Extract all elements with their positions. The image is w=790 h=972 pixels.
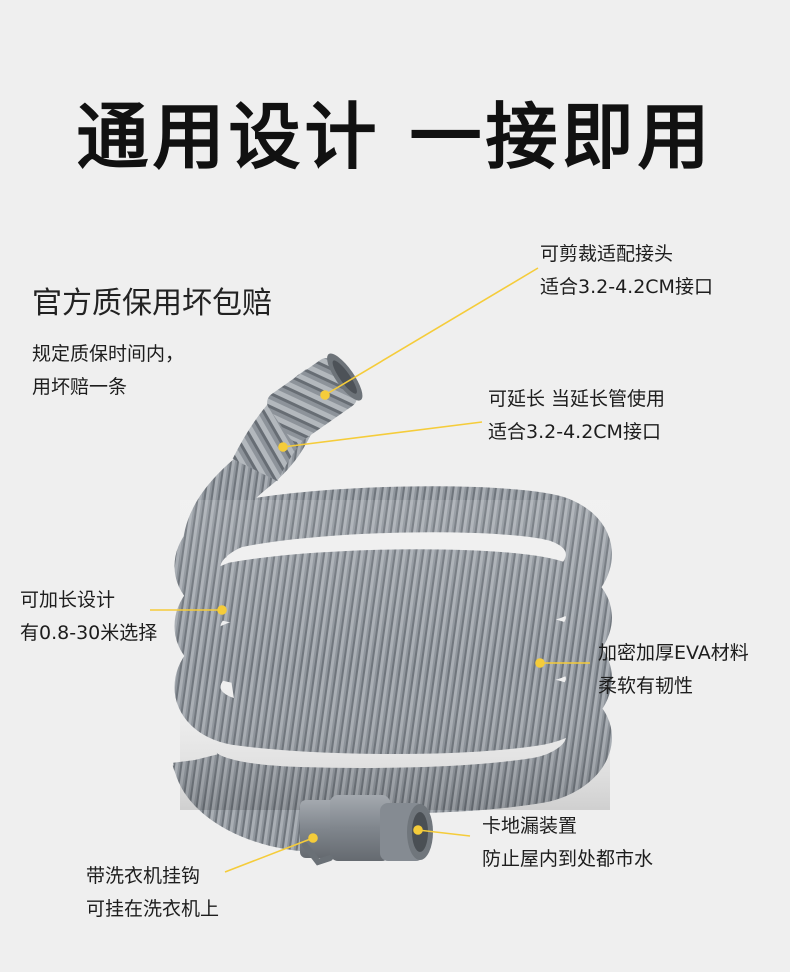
- callout-floor-drain: 卡地漏装置 防止屋内到处都市水: [482, 810, 653, 876]
- guarantee-title: 官方质保用坏包赔: [32, 286, 272, 321]
- hose-coils: [172, 369, 612, 852]
- guarantee-note-line1: 规定质保时间内，: [32, 343, 185, 365]
- callout-hook-line2: 可挂在洗衣机上: [86, 898, 220, 920]
- callout-material: 加密加厚EVA材料 柔软有韧性: [598, 637, 749, 703]
- callout-floor-drain-line2: 防止屋内到处都市水: [482, 848, 654, 870]
- callout-floor-drain-line1: 卡地漏装置: [482, 815, 578, 837]
- callout-material-line2: 柔软有韧性: [598, 675, 694, 697]
- adapter-connector: [267, 353, 363, 442]
- callout-material-line1: 加密加厚EVA材料: [598, 642, 749, 664]
- callout-cut-adapter: 可剪裁适配接头 适合3.2-4.2CM接口: [540, 238, 713, 304]
- leader-lines: [150, 267, 590, 873]
- floor-drain-fitting: [300, 795, 433, 866]
- callout-lengthen-line2: 有0.8-30米选择: [20, 622, 158, 644]
- guarantee-note-line2: 用坏赔一条: [32, 376, 128, 398]
- callout-cut-adapter-line2: 适合3.2-4.2CM接口: [540, 276, 713, 298]
- headline: 通用设计 一接即用: [76, 95, 714, 179]
- callout-lengthen: 可加长设计 有0.8-30米选择: [20, 584, 157, 650]
- guarantee-note: 规定质保时间内， 用坏赔一条: [32, 338, 184, 404]
- callout-cut-adapter-line1: 可剪裁适配接头: [540, 243, 674, 265]
- callout-lengthen-line1: 可加长设计: [20, 589, 116, 611]
- callout-extendable-line1: 可延长 当延长管使用: [488, 388, 666, 410]
- callout-extendable-line2: 适合3.2-4.2CM接口: [488, 421, 661, 443]
- callout-extendable: 可延长 当延长管使用 适合3.2-4.2CM接口: [488, 383, 665, 449]
- callout-hook-line1: 带洗衣机挂钩: [86, 865, 201, 887]
- callout-hook: 带洗衣机挂钩 可挂在洗衣机上: [86, 860, 219, 926]
